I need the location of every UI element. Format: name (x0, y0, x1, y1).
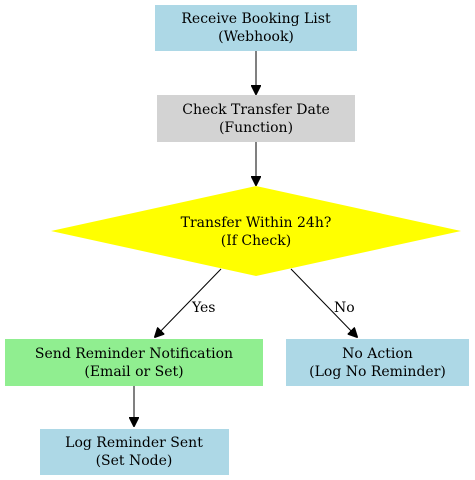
node-check-transfer-date-box (157, 95, 355, 142)
node-check-transfer-date-title: Check Transfer Date (182, 102, 329, 118)
edge-label-no: No (334, 300, 355, 316)
node-log-reminder-sent-title: Log Reminder Sent (65, 435, 203, 451)
edge-yes (155, 268, 222, 337)
node-no-action-box (286, 339, 469, 386)
node-transfer-within-24h-subtitle: (If Check) (221, 233, 291, 249)
node-log-reminder-sent[interactable]: Log Reminder Sent (Set Node) (40, 429, 229, 475)
node-receive-booking-list-title: Receive Booking List (181, 11, 331, 27)
node-send-reminder-notification-box (5, 339, 263, 386)
node-no-action-title: No Action (342, 346, 413, 362)
node-receive-booking-list[interactable]: Receive Booking List (Webhook) (155, 5, 357, 51)
edge-no (290, 268, 357, 337)
node-transfer-within-24h[interactable]: Transfer Within 24h? (If Check) (51, 186, 461, 276)
node-transfer-within-24h-title: Transfer Within 24h? (181, 215, 332, 231)
node-receive-booking-list-subtitle: (Webhook) (218, 29, 294, 45)
node-send-reminder-notification-subtitle: (Email or Set) (84, 364, 183, 380)
node-check-transfer-date[interactable]: Check Transfer Date (Function) (157, 95, 355, 142)
edge-label-yes: Yes (191, 300, 216, 316)
node-transfer-within-24h-diamond (51, 186, 461, 276)
node-receive-booking-list-box (155, 5, 357, 51)
node-send-reminder-notification[interactable]: Send Reminder Notification (Email or Set… (5, 339, 263, 386)
node-check-transfer-date-subtitle: (Function) (219, 120, 293, 136)
node-log-reminder-sent-box (40, 429, 229, 475)
node-send-reminder-notification-title: Send Reminder Notification (35, 346, 233, 362)
node-log-reminder-sent-subtitle: (Set Node) (96, 453, 173, 469)
node-no-action[interactable]: No Action (Log No Reminder) (286, 339, 469, 386)
node-no-action-subtitle: (Log No Reminder) (309, 364, 446, 380)
